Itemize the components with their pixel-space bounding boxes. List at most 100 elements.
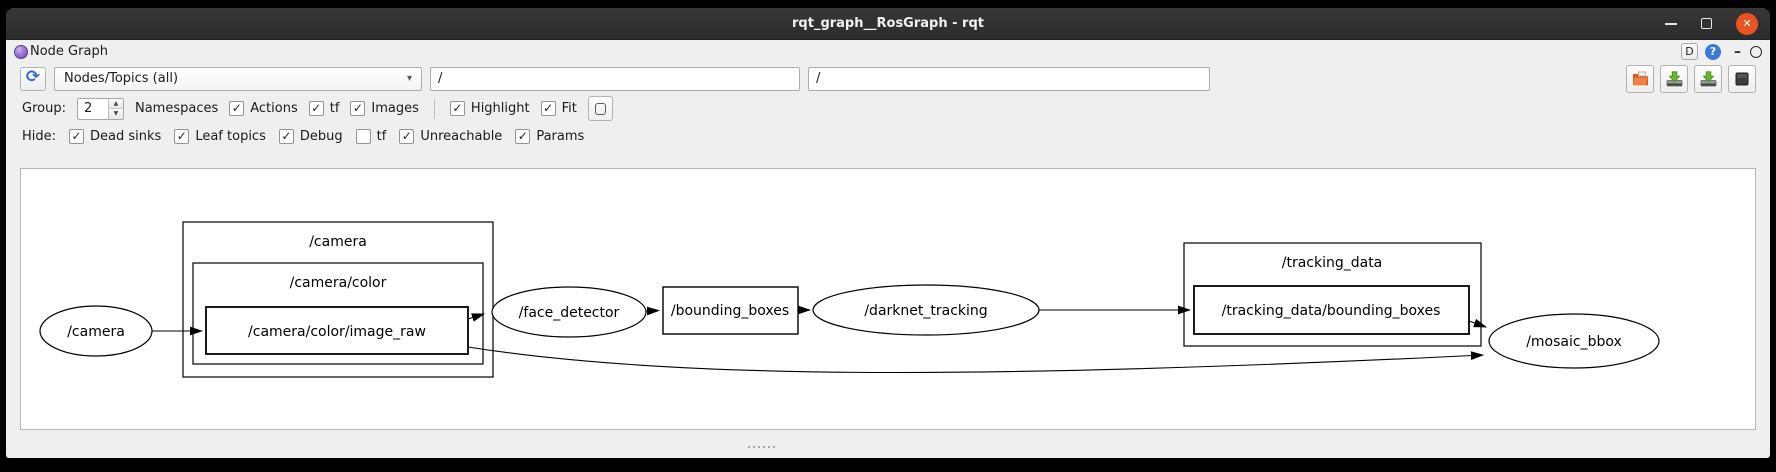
help-icon[interactable]: ? [1705,43,1721,60]
node-mosaic-bbox-label: /mosaic_bbox [1526,334,1622,350]
fit-in-view-button[interactable] [587,96,613,121]
edge-face-detector-to-bounding-boxes [645,306,661,316]
check-icon: ✓ [517,128,528,143]
checkbox-debug[interactable]: ✓ Debug [278,129,343,144]
node-filter-value: / [816,71,821,86]
graph-type-value: Nodes/Topics (all) [64,71,179,86]
checkbox-indicator: ✓ [355,129,371,144]
check-icon: ✓ [543,100,554,115]
cluster-tracking-data[interactable] [1183,242,1482,347]
cluster-camera-color[interactable] [192,262,484,365]
save-image-button[interactable] [1694,64,1722,93]
node-mosaic-bbox[interactable] [1488,313,1660,369]
checkbox-indicator: ✓ [308,100,324,116]
checkbox-label: Unreachable [420,129,503,144]
checkbox-indicator: ✓ [69,129,85,144]
check-icon: ✓ [401,128,412,143]
topic-filter-value: / [438,71,443,86]
checkbox-indicator: ✓ [449,101,465,116]
checkbox-indicator: ✓ [515,128,531,144]
node-face-detector-label: /face_detector [519,305,620,321]
refresh-graph-button[interactable]: ⟳ [20,66,46,91]
save-dot-button[interactable] [1660,64,1688,93]
rqt-window: rqt_graph__RosGraph - rqt ✕ Node Graph D… [6,8,1770,458]
checkbox-unreachable[interactable]: ✓ Unreachable [399,129,502,144]
file-tools [1626,64,1756,93]
node-camera[interactable] [39,305,153,357]
checkbox-leaf-topics[interactable]: ✓ Leaf topics [174,129,266,144]
checkbox-label: Images [371,101,419,116]
check-icon: ✓ [176,128,187,143]
checkbox-hide-tf[interactable]: ✓ tf [355,129,387,144]
toolbar-options: Group: 2 ▲ ▼ Namespaces ✓ Actions ✓ tf ✓… [6,94,1770,123]
node-graph-plugin-icon [14,44,28,59]
checkbox-label: Dead sinks [90,129,162,144]
open-folder-icon [1632,71,1648,85]
check-icon: ✓ [311,100,322,115]
edge-tracking-boxes-to-mosaic [1468,318,1488,328]
topic-tracking-bounding-boxes[interactable] [1193,285,1470,335]
checkbox-label: Actions [250,101,298,116]
snapshot-button[interactable] [1728,64,1756,93]
checkbox-indicator: ✓ [350,100,366,116]
checkbox-label: tf [329,101,340,116]
cluster-tracking-data-label: /tracking_data [1282,255,1383,271]
checkbox-fit[interactable]: ✓ Fit [540,100,577,116]
cluster-camera[interactable] [182,221,494,378]
checkbox-label: Params [536,129,585,144]
dock-buttons: D ? – [1681,43,1762,60]
checkbox-indicator: ✓ [540,100,556,116]
toolbar-separator [433,98,435,119]
graph-edges [152,305,1488,374]
cluster-camera-color-label: /camera/color [290,275,387,291]
spin-up-icon[interactable]: ▲ [108,98,123,109]
checkbox-group-images[interactable]: ✓ Images [350,101,419,116]
checkbox-dead-sinks[interactable]: ✓ Dead sinks [69,129,161,144]
graph-type-select[interactable]: Nodes/Topics (all) ▾ [54,66,422,91]
window-controls: ✕ [1665,8,1758,39]
maximize-icon[interactable] [1701,18,1712,29]
minimize-icon[interactable] [1665,22,1677,25]
rounded-square-icon [594,102,606,115]
spinner-buttons: ▲ ▼ [107,98,123,119]
checkbox-indicator: ✓ [229,101,245,116]
toolbar-hide: Hide: ✓ Dead sinks ✓ Leaf topics ✓ Debug… [6,123,1770,150]
save-download-icon [1700,70,1716,86]
chevron-down-icon: ▾ [406,73,412,84]
dock-close-icon[interactable] [1750,45,1762,58]
check-icon: ✓ [352,100,363,115]
checkbox-label: tf [376,129,387,144]
checkbox-label: Fit [561,101,577,116]
dock-title: Node Graph [30,44,108,59]
dock-d-button[interactable]: D [1681,43,1698,60]
load-dot-button[interactable] [1626,64,1654,93]
node-camera-label: /camera [67,324,125,340]
checkbox-indicator: ✓ [399,128,415,144]
close-icon[interactable]: ✕ [1736,12,1758,35]
checkbox-params[interactable]: ✓ Params [515,129,584,144]
node-darknet-tracking[interactable] [812,284,1040,336]
node-filter-input[interactable]: / [808,66,1210,91]
topic-filter-input[interactable]: / [430,66,800,91]
checkbox-label: Debug [299,129,343,144]
graph-canvas[interactable]: /camera /camera/color /camera/color/imag… [20,168,1756,430]
spin-down-icon[interactable]: ▼ [108,109,123,119]
namespaces-label: Namespaces [134,101,219,116]
undock-icon[interactable]: – [1734,43,1741,60]
splitter-handle[interactable] [748,446,775,448]
checkbox-group-tf[interactable]: ✓ tf [308,100,340,116]
topic-bounding-boxes[interactable] [662,286,799,335]
edge-image-raw-to-mosaic [467,346,1485,374]
topic-image-raw[interactable] [205,306,469,355]
topic-image-raw-label: /camera/color/image_raw [248,324,426,340]
checkbox-indicator: ✓ [278,129,294,144]
checkbox-group-actions[interactable]: ✓ Actions [229,101,298,116]
cluster-camera-label: /camera [309,234,367,250]
save-download-icon [1666,70,1682,86]
spinner-value: 2 [83,101,93,116]
topic-bounding-boxes-label: /bounding_boxes [671,303,789,319]
namespace-depth-spinner[interactable]: 2 ▲ ▼ [76,97,124,120]
node-face-detector[interactable] [491,286,647,338]
checkbox-highlight[interactable]: ✓ Highlight [449,101,530,116]
checkbox-label: Highlight [470,101,530,116]
